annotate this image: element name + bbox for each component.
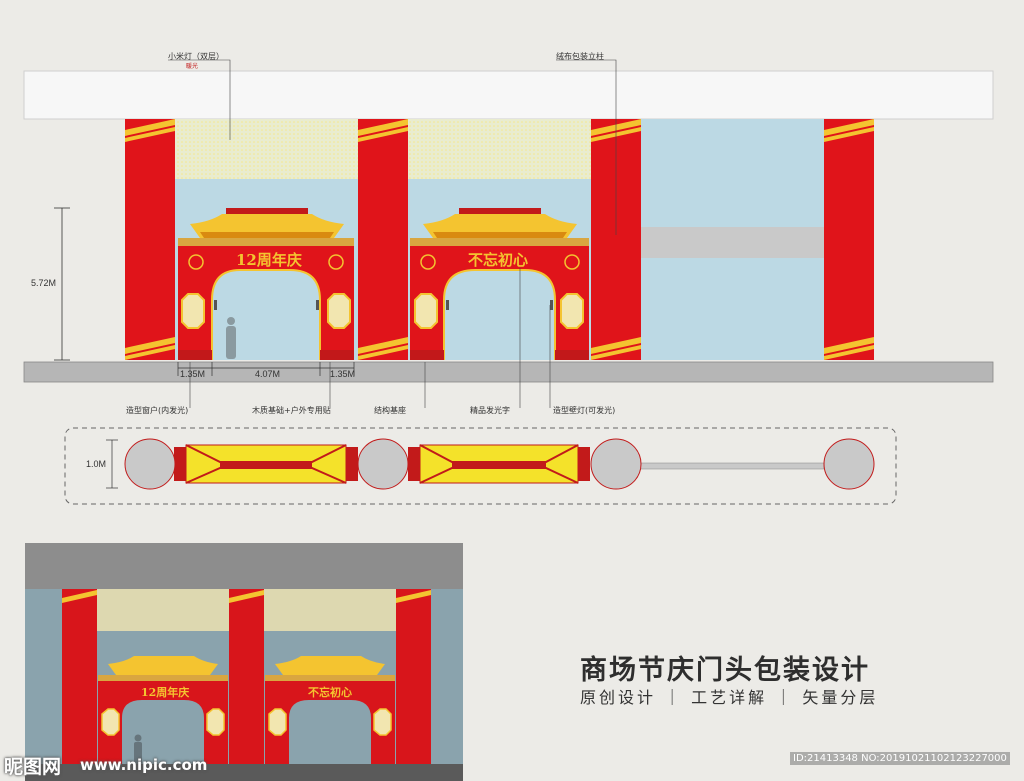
right-bay-band <box>641 227 824 258</box>
callout-lights: 小米灯（双层） <box>168 52 224 61</box>
watermark-logo: 昵图网 <box>4 756 62 778</box>
pillar-1 <box>125 119 175 360</box>
plan-base-left <box>174 444 358 484</box>
depth-dimension: 1.0M <box>86 459 107 469</box>
top-beam <box>23 70 994 120</box>
plan-column-2 <box>357 438 409 490</box>
page-title: 商场节庆门头包装设计 <box>580 655 870 686</box>
page-subtitle: 原创设计 ｜ 工艺详解 ｜ 矢量分层 <box>580 688 879 707</box>
plan-column-1 <box>124 438 176 490</box>
watermark-url: www.nipic.com <box>80 756 208 774</box>
height-dimension: 5.72M <box>31 278 57 288</box>
pillar-4 <box>824 119 874 360</box>
plan-column-3 <box>590 438 642 490</box>
dim-side-right: 1.35M <box>330 369 356 379</box>
callout-lights-sub: 暖光 <box>186 63 199 70</box>
center-light-curtain <box>408 119 591 179</box>
pillar-2 <box>358 119 408 360</box>
center-gate <box>410 208 589 360</box>
sign-center: 不忘初心 <box>468 251 529 269</box>
callout-glow-text: 精品发光字 <box>470 406 510 415</box>
sign-left: 12周年庆 <box>236 251 302 269</box>
plan-column-4 <box>823 438 875 490</box>
left-light-curtain <box>175 119 358 179</box>
plan-outline <box>64 427 897 505</box>
plan-base-center <box>408 444 590 484</box>
render-sign-center: 不忘初心 <box>308 686 352 699</box>
render-view <box>25 543 463 781</box>
callout-wood-base: 木质基础+户外专用贴 <box>252 406 331 415</box>
ground-strip <box>23 361 994 383</box>
callout-window: 造型窗户(内发光) <box>126 406 189 415</box>
callout-wall-lamp: 造型壁灯(可发光) <box>553 406 616 415</box>
callout-pillar-wrap: 绒布包装立柱 <box>556 52 604 61</box>
render-sign-left: 12周年庆 <box>141 686 190 699</box>
left-gate <box>178 208 354 360</box>
dim-side-left: 1.35M <box>180 369 206 379</box>
callout-structure-base: 结构基座 <box>374 406 406 415</box>
watermark-id: ID:21413348 NO:20191021102123227000 <box>790 752 1010 765</box>
dim-center: 4.07M <box>255 369 281 379</box>
